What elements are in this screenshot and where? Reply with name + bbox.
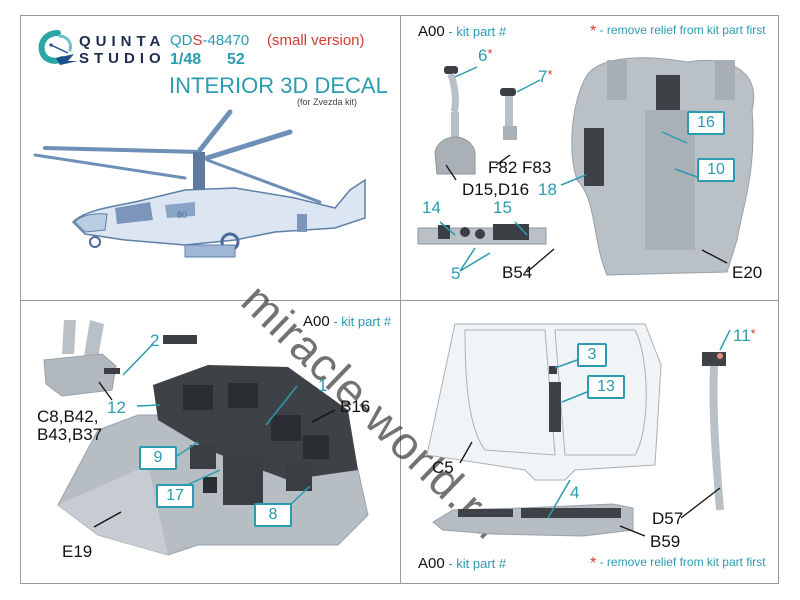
callout-2: 2 (150, 331, 160, 350)
callout-7: 7* (538, 67, 553, 86)
part-label-c5: C5 (432, 458, 454, 477)
joystick-part (434, 66, 476, 175)
callout-11: 11* (733, 326, 756, 345)
callout-box-13: 13 (587, 375, 625, 399)
kit-part-legend-bottom-left: A00 - kit part # (303, 313, 392, 330)
relief-legend: * - remove relief from kit part first (590, 23, 766, 40)
product-variant: (small version) (267, 32, 365, 49)
brand-line-1: QUINTA (79, 33, 166, 50)
kit-part-legend: A00 - kit part # (418, 23, 507, 40)
callout-12: 12 (107, 398, 126, 417)
callout-4: 4 (570, 483, 580, 502)
callout-box-8: 8 (254, 503, 292, 527)
cable-part (702, 352, 726, 511)
callout-5: 5 (451, 264, 461, 283)
callout-box-3: 3 (577, 343, 607, 367)
part-label-e20: E20 (732, 263, 763, 282)
helicopter-illustration: 80 (33, 109, 366, 258)
part-label-e19: E19 (62, 542, 93, 561)
leader-lines-top-right (439, 66, 728, 273)
kit-part-legend-bottom-right: A00 - kit part # (418, 555, 507, 572)
part-label-c8-b42: C8,B42, (37, 407, 99, 426)
collective-part (500, 88, 517, 140)
pedals-part (43, 320, 120, 397)
callout-box-17: 17 (156, 484, 194, 508)
brand-name: QUINTA STUDIO (79, 33, 166, 67)
product-title: INTERIOR 3D DECAL (169, 73, 388, 98)
product-model: 52 (227, 51, 245, 68)
part-label-b43-b37: B43,B37 (37, 425, 103, 444)
callout-box-9: 9 (139, 446, 177, 470)
callout-14: 14 (422, 198, 441, 217)
callout-18: 18 (538, 180, 557, 199)
svg-text:80: 80 (177, 210, 187, 220)
decal-preview-strip (163, 335, 197, 344)
quinta-q-logo-icon (38, 30, 78, 65)
star-icon: * (590, 23, 597, 40)
relief-legend-bottom: * - remove relief from kit part first (590, 555, 766, 572)
brand-line-2: STUDIO (79, 50, 166, 67)
part-label-b54: B54 (502, 263, 533, 282)
vertical-divider (400, 15, 401, 584)
callout-1: 1 (318, 376, 328, 395)
product-scale: 1/48 (170, 51, 202, 68)
callout-15: 15 (493, 198, 512, 217)
part-label-d15-d16: D15,D16 (462, 180, 530, 199)
front-console-part (432, 503, 634, 537)
product-subtitle: (for Zvezda kit) (297, 97, 358, 107)
callout-box-10: 10 (697, 158, 735, 182)
callout-6: 6* (478, 46, 493, 65)
leader-lines-bottom-right (459, 329, 731, 537)
part-label-f82-f83: F82 F83 (488, 158, 552, 177)
part-label-b16: B16 (340, 397, 371, 416)
part-label-d57: D57 (652, 509, 684, 528)
product-code: QDS-48470 (170, 32, 250, 49)
horizontal-divider (20, 300, 779, 301)
sheet-frame (20, 15, 779, 584)
callout-box-16: 16 (687, 111, 725, 135)
side-console-part (417, 224, 547, 245)
part-label-b59: B59 (650, 532, 681, 551)
star-icon: * (590, 555, 597, 572)
